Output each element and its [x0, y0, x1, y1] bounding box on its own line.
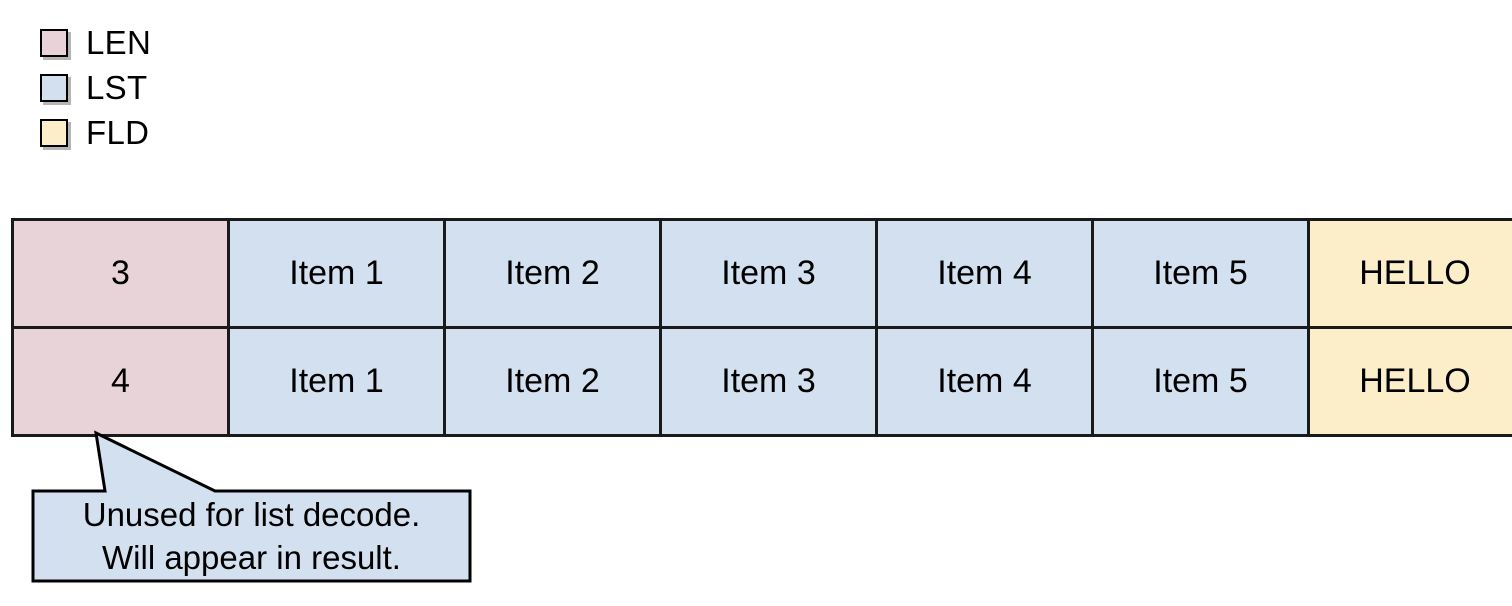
cell-item4-row0: Item 4 — [875, 218, 1094, 329]
cell-item5-row0: Item 5 — [1091, 218, 1310, 329]
legend-label-lst: LST — [86, 69, 148, 106]
callout-annotation: Unused for list decode. Will appear in r… — [0, 425, 520, 595]
legend-item-lst: LST — [40, 65, 300, 110]
legend-swatch-icon-lst — [40, 73, 68, 102]
callout-shape — [31, 430, 472, 583]
cell-item2-row1: Item 2 — [443, 326, 662, 437]
cell-item5-row1: Item 5 — [1091, 326, 1310, 437]
legend-label-len: LEN — [86, 24, 152, 61]
cell-item1-row0: Item 1 — [227, 218, 446, 329]
legend-item-len: LEN — [40, 20, 300, 65]
cell-item4-row1: Item 4 — [875, 326, 1094, 437]
cell-item3-row1: Item 3 — [659, 326, 878, 437]
legend-label-fld: FLD — [86, 114, 150, 151]
table-row: 3 Item 1 Item 2 Item 3 Item 4 Item 5 HEL… — [11, 218, 1512, 329]
cell-len-row1: 4 — [11, 326, 230, 437]
callout-bubble-icon — [31, 430, 472, 583]
cell-len-row0: 3 — [11, 218, 230, 329]
cell-item2-row0: Item 2 — [443, 218, 662, 329]
legend-item-fld: FLD — [40, 110, 300, 155]
cell-fld-row0: HELLO — [1307, 218, 1512, 329]
table-row: 4 Item 1 Item 2 Item 3 Item 4 Item 5 HEL… — [11, 326, 1512, 437]
cell-fld-row1: HELLO — [1307, 326, 1512, 437]
packet-layout-table: 3 Item 1 Item 2 Item 3 Item 4 Item 5 HEL… — [11, 218, 1512, 437]
legend-swatch-icon-len — [40, 28, 68, 57]
legend: LEN LST FLD — [40, 20, 300, 155]
cell-item1-row1: Item 1 — [227, 326, 446, 437]
legend-swatch-icon-fld — [40, 118, 68, 147]
cell-item3-row0: Item 3 — [659, 218, 878, 329]
